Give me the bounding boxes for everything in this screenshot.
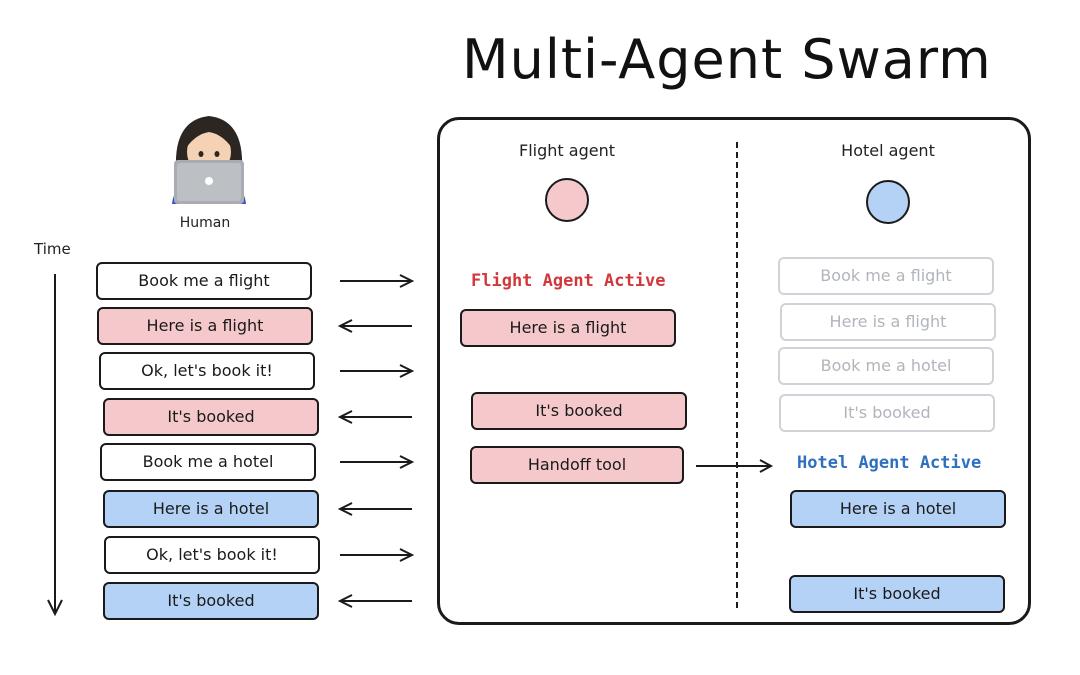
left-arrow-icon: [337, 594, 412, 608]
flight-agent-message: Here is a flight: [460, 309, 676, 347]
flight-agent-status: Flight Agent Active: [471, 271, 666, 291]
time-label: Time: [34, 240, 71, 258]
hotel-history-message: Book me a hotel: [778, 347, 994, 385]
left-arrow-icon: [337, 410, 412, 424]
woman-technologist-icon: [172, 116, 246, 204]
flight-agent-message: It's booked: [471, 392, 687, 430]
time-arrow-icon: [47, 274, 63, 617]
left-arrow-icon: [337, 502, 412, 516]
hotel-history-message: It's booked: [779, 394, 995, 432]
right-arrow-icon: [340, 364, 415, 378]
hotel-history-message: Book me a flight: [778, 257, 994, 295]
hotel-history-message: Here is a flight: [780, 303, 996, 341]
flight-agent-label: Flight agent: [519, 141, 615, 160]
conversation-message: Book me a flight: [96, 262, 312, 300]
flight-agent-node: [545, 178, 589, 222]
conversation-message: Here is a hotel: [103, 490, 319, 528]
right-arrow-icon: [340, 548, 415, 562]
right-arrow-icon: [340, 274, 415, 288]
left-arrow-icon: [337, 319, 412, 333]
hotel-agent-label: Hotel agent: [841, 141, 935, 160]
conversation-message: Ok, let's book it!: [104, 536, 320, 574]
human-label: Human: [179, 215, 231, 231]
handoff-arrow-icon: [696, 459, 774, 473]
conversation-message: Here is a flight: [97, 307, 313, 345]
agent-divider: [736, 142, 738, 608]
hotel-agent-status: Hotel Agent Active: [797, 453, 982, 473]
hotel-agent-message: It's booked: [789, 575, 1005, 613]
hotel-agent-message: Here is a hotel: [790, 490, 1006, 528]
conversation-message: Book me a hotel: [100, 443, 316, 481]
right-arrow-icon: [340, 455, 415, 469]
diagram-title: Multi-Agent Swarm: [462, 28, 992, 91]
handoff-tool-box: Handoff tool: [470, 446, 684, 484]
conversation-message: It's booked: [103, 582, 319, 620]
swarm-frame: [437, 117, 1031, 625]
conversation-message: It's booked: [103, 398, 319, 436]
conversation-message: Ok, let's book it!: [99, 352, 315, 390]
hotel-agent-node: [866, 180, 910, 224]
